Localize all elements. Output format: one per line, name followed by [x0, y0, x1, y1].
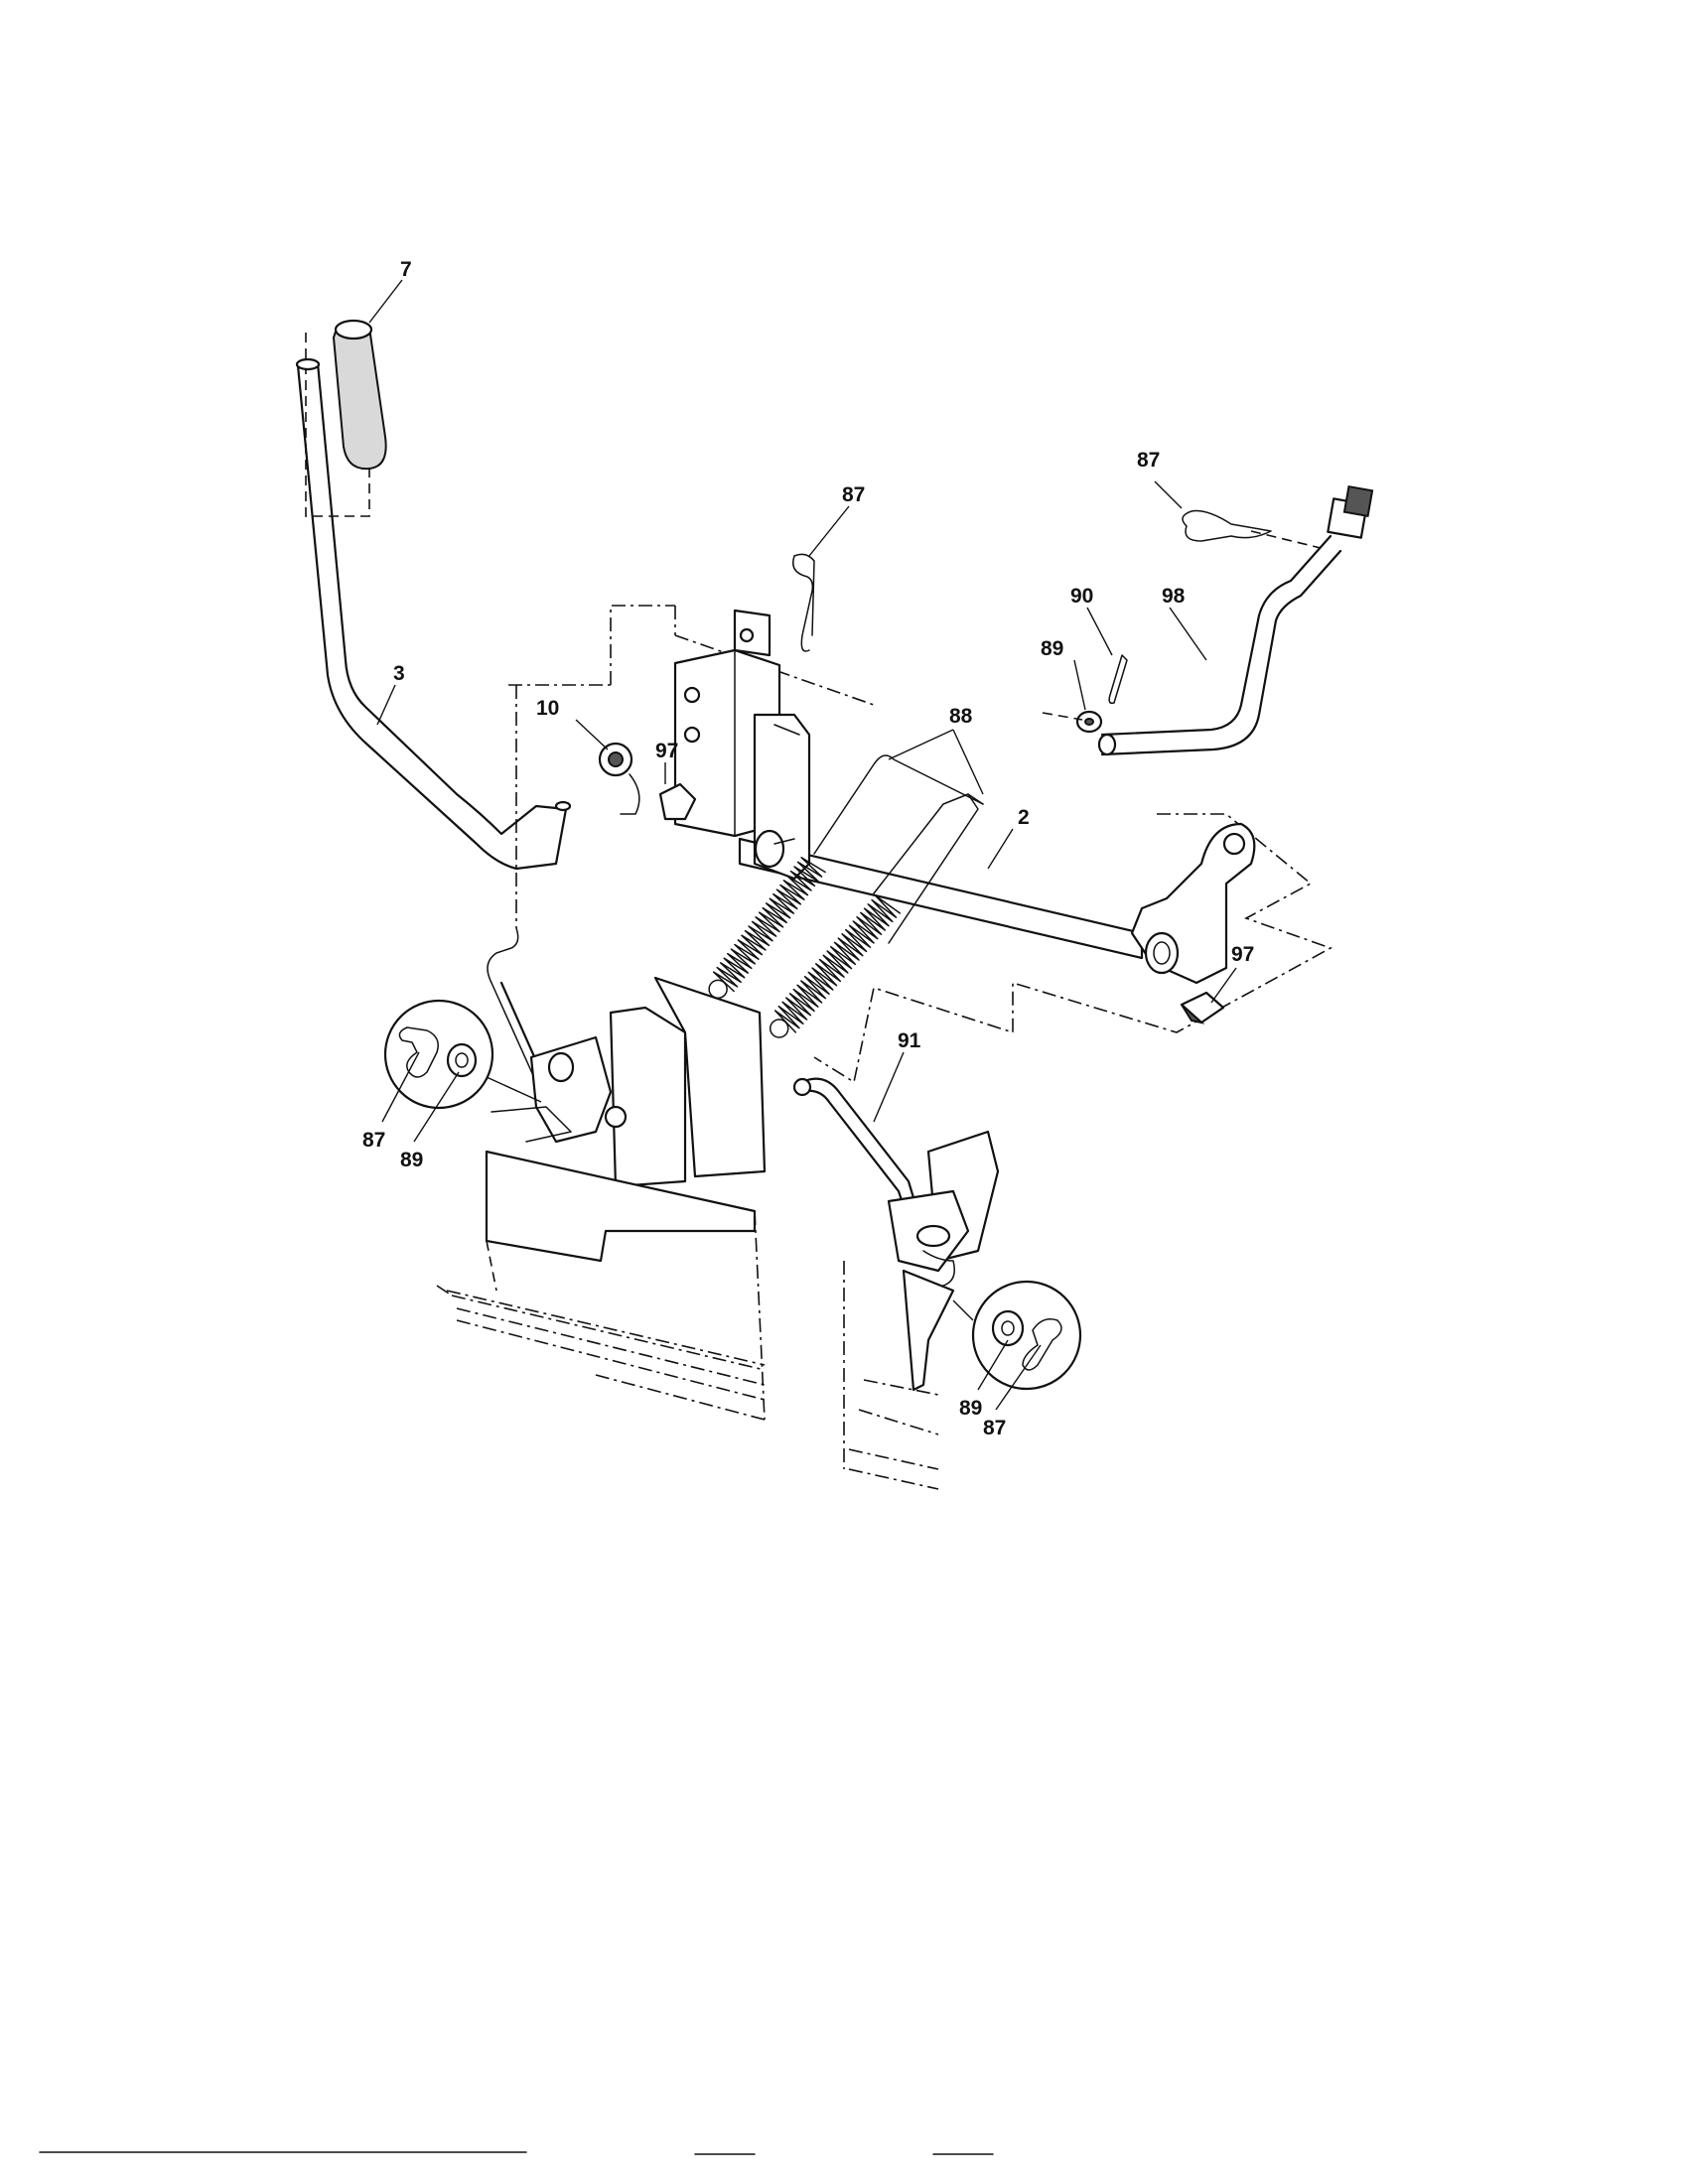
callout-pin: 90 — [1070, 585, 1093, 608]
springs — [708, 857, 902, 1038]
pin-and-washer — [1042, 654, 1128, 734]
callout-inset-right-clip: 87 — [983, 1417, 1006, 1439]
bolt-right — [1180, 991, 1225, 1024]
lift-shaft — [738, 713, 1144, 960]
spring-coil — [773, 894, 902, 1033]
callout-inset-right-washer: 89 — [959, 1397, 982, 1420]
clip-top — [792, 553, 815, 652]
spring-hook — [769, 1019, 789, 1038]
callouts: 7 3 10 97 87 87 90 98 89 88 2 97 91 87 8… — [362, 258, 1254, 1439]
left-inset — [383, 999, 542, 1110]
clip-right-top — [1182, 509, 1322, 549]
leader-lines — [368, 279, 1237, 1411]
callout-bolt-left: 97 — [655, 740, 678, 762]
callout-adjust-rod: 98 — [1162, 585, 1186, 608]
callout-lift-shaft: 2 — [1018, 806, 1030, 829]
callout-knob: 10 — [536, 697, 559, 720]
callout-bolt-right: 97 — [1231, 943, 1254, 966]
scan-marks — [39, 2151, 994, 2155]
callout-clip-top: 87 — [842, 483, 865, 506]
callout-inset-left-clip: 87 — [362, 1129, 385, 1152]
spring-hooks — [813, 754, 984, 944]
callout-lift-lever: 3 — [393, 662, 405, 685]
lift-lever — [295, 357, 572, 871]
right-lower-assembly — [792, 1077, 1000, 1490]
spring-hook — [708, 979, 728, 1000]
knob — [598, 742, 640, 815]
callout-link-rod: 91 — [898, 1029, 921, 1052]
callout-clip-right-top: 87 — [1137, 449, 1160, 472]
right-inset — [952, 1280, 1082, 1391]
callout-inset-left-washer: 89 — [400, 1149, 423, 1171]
handle-grip — [305, 319, 387, 517]
callout-springs: 88 — [949, 705, 973, 728]
right-bracket — [813, 813, 1333, 1084]
callout-handle-grip: 7 — [400, 258, 412, 281]
left-lower-assembly — [436, 685, 767, 1421]
callout-washer-right: 89 — [1041, 637, 1063, 660]
adjust-rod — [1097, 484, 1374, 756]
spring-coil — [712, 857, 826, 993]
